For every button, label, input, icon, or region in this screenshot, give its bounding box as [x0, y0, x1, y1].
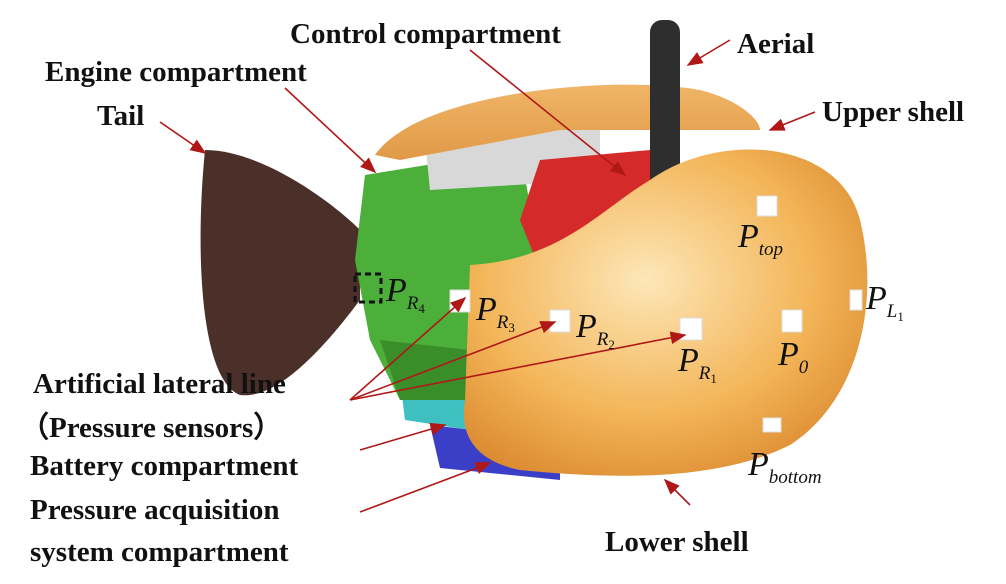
tail	[200, 150, 360, 396]
sensor-p-r1	[679, 317, 703, 341]
label-tail: Tail	[97, 100, 145, 132]
label-system-compartment: system compartment	[30, 536, 289, 568]
sensor-label-p-r1: PR1	[678, 342, 717, 386]
label-control-compartment: Control compartment	[290, 18, 561, 50]
sensor-label-p-r3: PR3	[476, 291, 515, 335]
sensor-p-r4-hidden	[353, 272, 383, 304]
label-pressure-sensors: （Pressure sensors）	[20, 412, 283, 444]
sensor-label-p-r4: PR4	[386, 272, 425, 316]
label-pressure-acquisition: Pressure acquisition	[30, 494, 280, 526]
sensor-p0	[781, 309, 803, 333]
sensor-label-p-l1: PL1	[866, 280, 904, 324]
aerial	[650, 20, 680, 190]
sensor-p-r2	[549, 309, 571, 333]
sensor-p-top	[756, 195, 778, 217]
sensor-p-bottom	[762, 417, 782, 433]
sensor-label-p0: P0	[778, 336, 809, 378]
lower-shell	[463, 149, 868, 476]
label-aerial: Aerial	[737, 28, 815, 60]
engine-compartment	[355, 150, 540, 400]
sensor-label-p-bottom: Pbottom	[748, 446, 822, 488]
label-artificial-lateral-line: Artificial lateral line	[33, 368, 286, 400]
sensor-label-p-top: Ptop	[738, 218, 784, 260]
label-upper-shell: Upper shell	[822, 96, 965, 128]
sensor-p-l1	[849, 289, 863, 311]
sensor-label-p-r2: PR2	[576, 308, 615, 352]
label-engine-compartment: Engine compartment	[45, 56, 307, 88]
label-lower-shell: Lower shell	[605, 526, 749, 558]
label-battery-compartment: Battery compartment	[30, 450, 299, 482]
